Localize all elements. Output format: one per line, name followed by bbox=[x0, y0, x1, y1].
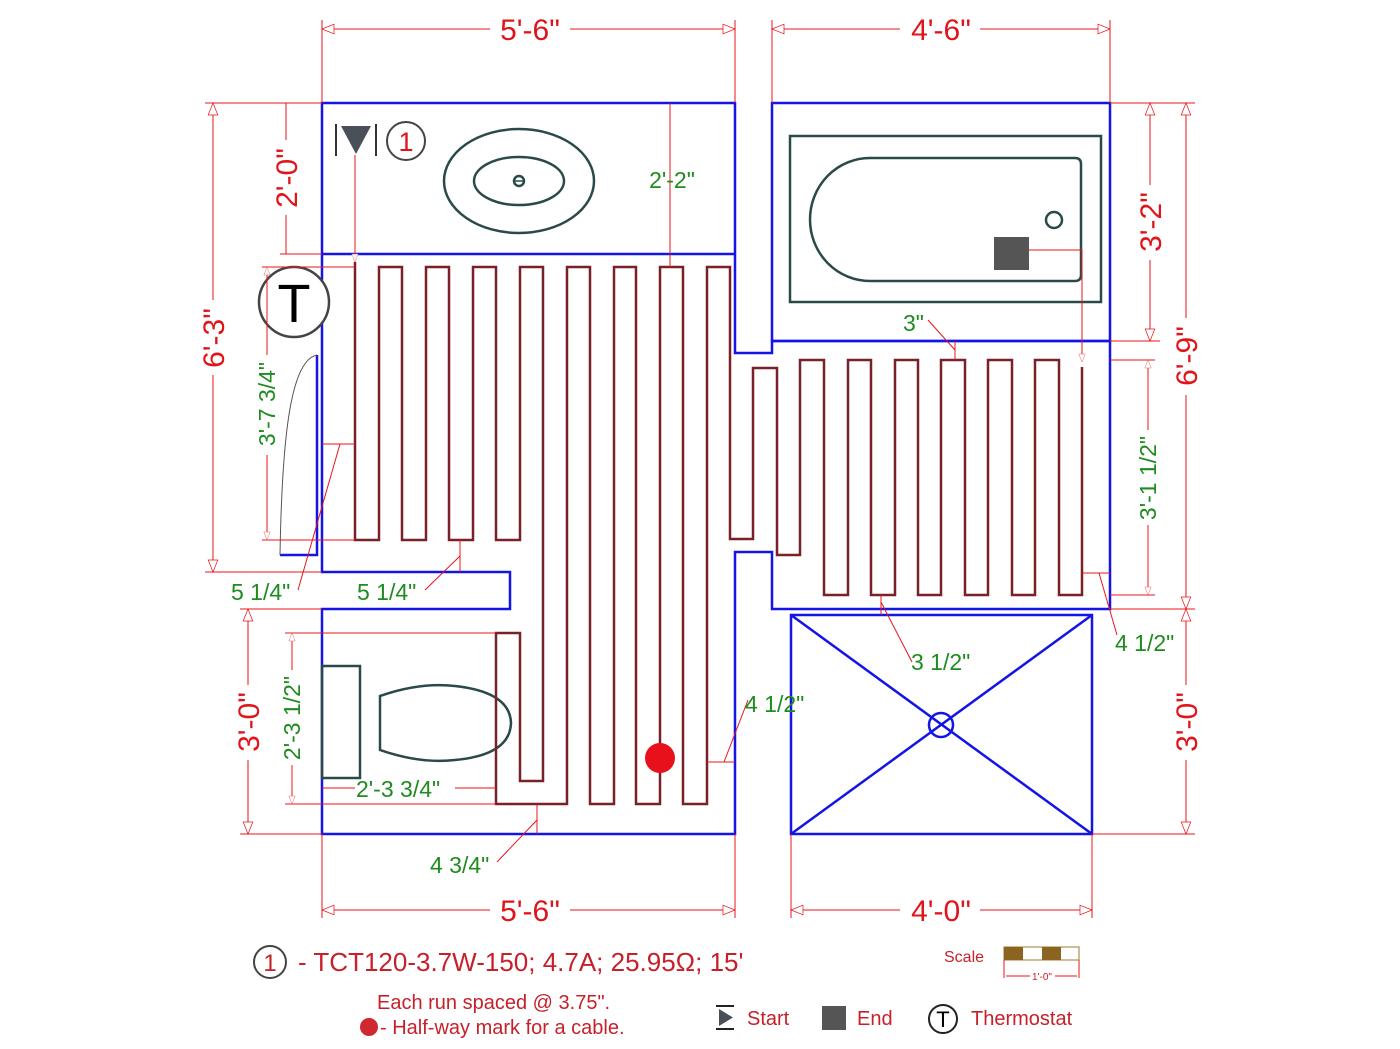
legend-end-icon bbox=[822, 1006, 846, 1030]
clr-wall-mid: 5 1/4" bbox=[357, 579, 416, 605]
dim-right-overall: 6'-9" bbox=[1171, 326, 1204, 386]
legend-start-icon bbox=[716, 1005, 734, 1030]
clr-left-run: 3'-7 3/4" bbox=[254, 362, 280, 446]
legend-halfway-note: - Half-way mark for a cable. bbox=[380, 1017, 625, 1039]
scale-bar bbox=[1003, 946, 1080, 978]
dim-left-lower: 3'-0" bbox=[233, 692, 266, 752]
clr-right-wall: 4 1/2" bbox=[1115, 630, 1174, 656]
heating-cable bbox=[353, 262, 1084, 806]
door-swing bbox=[279, 354, 318, 556]
scale-value: 1'-0" bbox=[1032, 972, 1052, 983]
shower-area bbox=[789, 613, 1094, 836]
legend-cable-number: 1 bbox=[263, 950, 276, 977]
thermostat-symbol: T bbox=[278, 274, 311, 334]
legend-spacing-note: Each run spaced @ 3.75". bbox=[377, 992, 610, 1014]
cable-end-lead bbox=[1029, 249, 1086, 363]
clearances: 2'-2" 3'-7 3/4" 3'-1 1/2" 2'-3 1/2" 5 1/… bbox=[231, 103, 1174, 878]
clr-right-run: 3'-1 1/2" bbox=[1135, 436, 1161, 520]
clr-tub: 3" bbox=[903, 310, 924, 336]
cable-start-icon bbox=[335, 124, 377, 156]
bathtub-icon bbox=[788, 134, 1103, 304]
tub-drain-icon bbox=[1044, 210, 1064, 230]
fixtures bbox=[320, 127, 1103, 780]
toilet-tank-icon bbox=[320, 664, 362, 780]
legend-cable-spec: - TCT120-3.7W-150; 4.7A; 25.95Ω; 15' bbox=[298, 947, 743, 977]
clr-bottom: 4 3/4" bbox=[430, 852, 489, 878]
clr-shower: 3 1/2" bbox=[911, 649, 970, 675]
dimensions: 5'-6" 4'-6" 5'-6" 4'-0" 6'-3" 2'-0" 3'-0… bbox=[198, 14, 1204, 928]
rooms bbox=[279, 101, 1112, 836]
door-frame bbox=[280, 355, 319, 557]
toilet-bowl-icon bbox=[378, 683, 513, 763]
dim-bottom-right: 4'-0" bbox=[911, 895, 971, 928]
dim-right-lower: 3'-0" bbox=[1171, 692, 1204, 752]
cable-end-icon bbox=[994, 237, 1029, 270]
dim-top-right: 4'-6" bbox=[911, 14, 971, 47]
dim-left-overall: 6'-3" bbox=[198, 308, 231, 368]
shower-drain-icon bbox=[927, 711, 955, 739]
legend-thermostat-symbol: T bbox=[936, 1007, 949, 1032]
legend-end-label: End bbox=[857, 1008, 893, 1030]
tub-area bbox=[770, 101, 1112, 343]
main-bathroom-floor bbox=[320, 101, 1112, 836]
legend-start-label: Start bbox=[747, 1008, 790, 1030]
clr-mid-wall: 4 1/2" bbox=[745, 691, 804, 717]
bathtub-basin bbox=[808, 156, 1083, 283]
dim-tub-height: 3'-2" bbox=[1135, 192, 1168, 252]
legend-thermostat-label: Thermostat bbox=[971, 1008, 1073, 1030]
clr-wall-left: 5 1/4" bbox=[231, 579, 290, 605]
scale-label: Scale bbox=[944, 949, 984, 966]
clr-toilet-run: 2'-3 1/2" bbox=[279, 676, 305, 760]
legend-cable-badge bbox=[253, 945, 287, 979]
legend: 1 - TCT120-3.7W-150; 4.7A; 25.95Ω; 15' E… bbox=[253, 945, 1080, 1039]
dim-top-left: 5'-6" bbox=[500, 14, 560, 47]
halfway-mark-icon bbox=[645, 743, 675, 773]
clr-vanity: 2'-2" bbox=[649, 167, 695, 193]
dim-bottom-left: 5'-6" bbox=[500, 895, 560, 928]
clr-toilet: 2'-3 3/4" bbox=[356, 776, 440, 802]
sink-icon bbox=[442, 127, 596, 235]
sink-basin bbox=[472, 155, 566, 207]
legend-thermostat-icon bbox=[928, 1004, 958, 1034]
dim-vanity-depth: 2'-0" bbox=[271, 148, 304, 208]
cable-number-badge bbox=[386, 121, 426, 161]
legend-halfway-icon bbox=[360, 1018, 378, 1036]
shower-slope bbox=[790, 613, 1093, 836]
cable-number: 1 bbox=[398, 127, 413, 157]
